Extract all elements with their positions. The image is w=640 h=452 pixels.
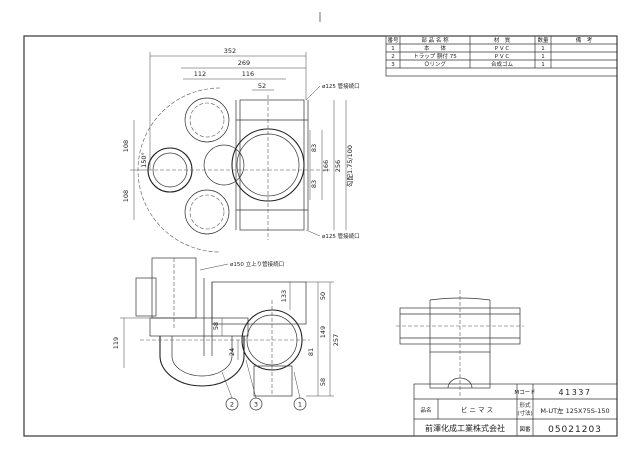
elev-dim-50: 50 bbox=[319, 292, 327, 300]
elev-dim-133: 133 bbox=[280, 290, 288, 302]
parts-row-1-qty: 1 bbox=[541, 46, 545, 52]
plan-dim-83a: 83 bbox=[310, 144, 318, 152]
title-block: Mコード 41337 品名 ビ ニ マ ス 形式 (寸法) M-UT左 125X… bbox=[413, 383, 618, 437]
plan-dim-108a: 108 bbox=[122, 140, 130, 152]
plan-dim-116: 116 bbox=[242, 70, 254, 78]
parts-row-3-name: Ｏリング bbox=[424, 60, 447, 68]
elevation-view: ø150 立上り管接続口 50 149 257 58 81 133 58 24 … bbox=[112, 257, 340, 411]
elev-dim-257: 257 bbox=[332, 334, 340, 346]
plan-dim-angle: 150° bbox=[140, 152, 148, 168]
model-label: 形式 bbox=[519, 401, 531, 409]
plan-dim-269: 269 bbox=[238, 59, 250, 67]
plan-dim-166: 166 bbox=[322, 160, 330, 172]
model-sub-label: (寸法) bbox=[517, 409, 532, 417]
side-view bbox=[396, 290, 524, 396]
plan-trap-upper bbox=[184, 97, 230, 143]
plan-port-bottom-label: ø125 管接続口 bbox=[322, 232, 360, 240]
callout-3 bbox=[249, 397, 263, 411]
elev-dim-119: 119 bbox=[112, 337, 120, 349]
callout-3-label: 3 bbox=[254, 401, 258, 409]
plan-body bbox=[239, 99, 305, 231]
callout-1 bbox=[293, 397, 307, 411]
elev-dim-58b: 58 bbox=[212, 322, 220, 330]
parts-row-3-qty: 1 bbox=[541, 62, 545, 68]
name-value: ビ ニ マ ス bbox=[461, 405, 493, 414]
parts-row-2-no: 2 bbox=[391, 54, 395, 60]
plan-dim-112: 112 bbox=[194, 70, 206, 78]
model-value: M-UT左 125X75S-150 bbox=[540, 406, 609, 415]
company-name: 前澤化成工業株式会社 bbox=[425, 423, 505, 433]
plan-port-top-label: ø125 管接続口 bbox=[322, 82, 360, 90]
code-label: Mコード bbox=[514, 389, 535, 396]
parts-row-1-name: 本 体 bbox=[424, 44, 447, 52]
callout-2-label: 2 bbox=[230, 401, 234, 409]
drawing-no-value: 05021203 bbox=[548, 425, 602, 435]
plan-dim-256: 256 bbox=[334, 160, 342, 172]
parts-row-2-name: トラップ 胴付 75 bbox=[413, 52, 457, 60]
plan-slope-label: 勾配1.75/100 bbox=[345, 145, 354, 187]
plan-dim-52: 52 bbox=[258, 82, 266, 90]
elev-dim-81: 81 bbox=[307, 348, 315, 356]
parts-row-2-qty: 1 bbox=[541, 54, 545, 60]
parts-row-2-material: P V C bbox=[495, 54, 510, 60]
elev-trap-u bbox=[159, 336, 245, 387]
parts-row-3-no: 3 bbox=[391, 62, 395, 68]
callout-1-label: 1 bbox=[298, 401, 302, 409]
code-value: 41337 bbox=[559, 388, 592, 397]
parts-table: 番号 部 品 名 称 材 質 数量 備 考 1 本 体 P V C 1 2 トラ… bbox=[385, 35, 618, 77]
parts-header-no: 番号 bbox=[387, 37, 399, 44]
drawing-no-label: 図番 bbox=[519, 426, 531, 433]
parts-row-1-material: P V C bbox=[495, 46, 510, 52]
name-label: 品名 bbox=[420, 406, 431, 414]
parts-row-3-material: 合成ゴム bbox=[491, 60, 514, 68]
elev-dim-58: 58 bbox=[319, 378, 327, 386]
elev-riser-label: ø150 立上り管接続口 bbox=[230, 260, 284, 268]
parts-header-qty: 数量 bbox=[537, 36, 549, 44]
plan-dim-108b: 108 bbox=[122, 190, 130, 202]
plan-dim-83b: 83 bbox=[310, 180, 318, 188]
elev-dim-149: 149 bbox=[319, 326, 327, 338]
elev-dim-24: 24 bbox=[228, 348, 236, 356]
callout-2 bbox=[225, 397, 239, 411]
drawing-frame bbox=[23, 35, 618, 437]
parts-row-1-no: 1 bbox=[391, 46, 395, 52]
plan-view: 352 269 112 116 52 ø125 管接続口 ø125 管接続口 1… bbox=[122, 47, 360, 253]
parts-header-name: 部 品 名 称 bbox=[421, 36, 449, 44]
plan-trap-lower bbox=[184, 189, 230, 235]
parts-header-material: 材 質 bbox=[494, 36, 511, 44]
parts-header-remarks: 備 考 bbox=[576, 36, 593, 44]
plan-dim-352: 352 bbox=[224, 47, 236, 55]
